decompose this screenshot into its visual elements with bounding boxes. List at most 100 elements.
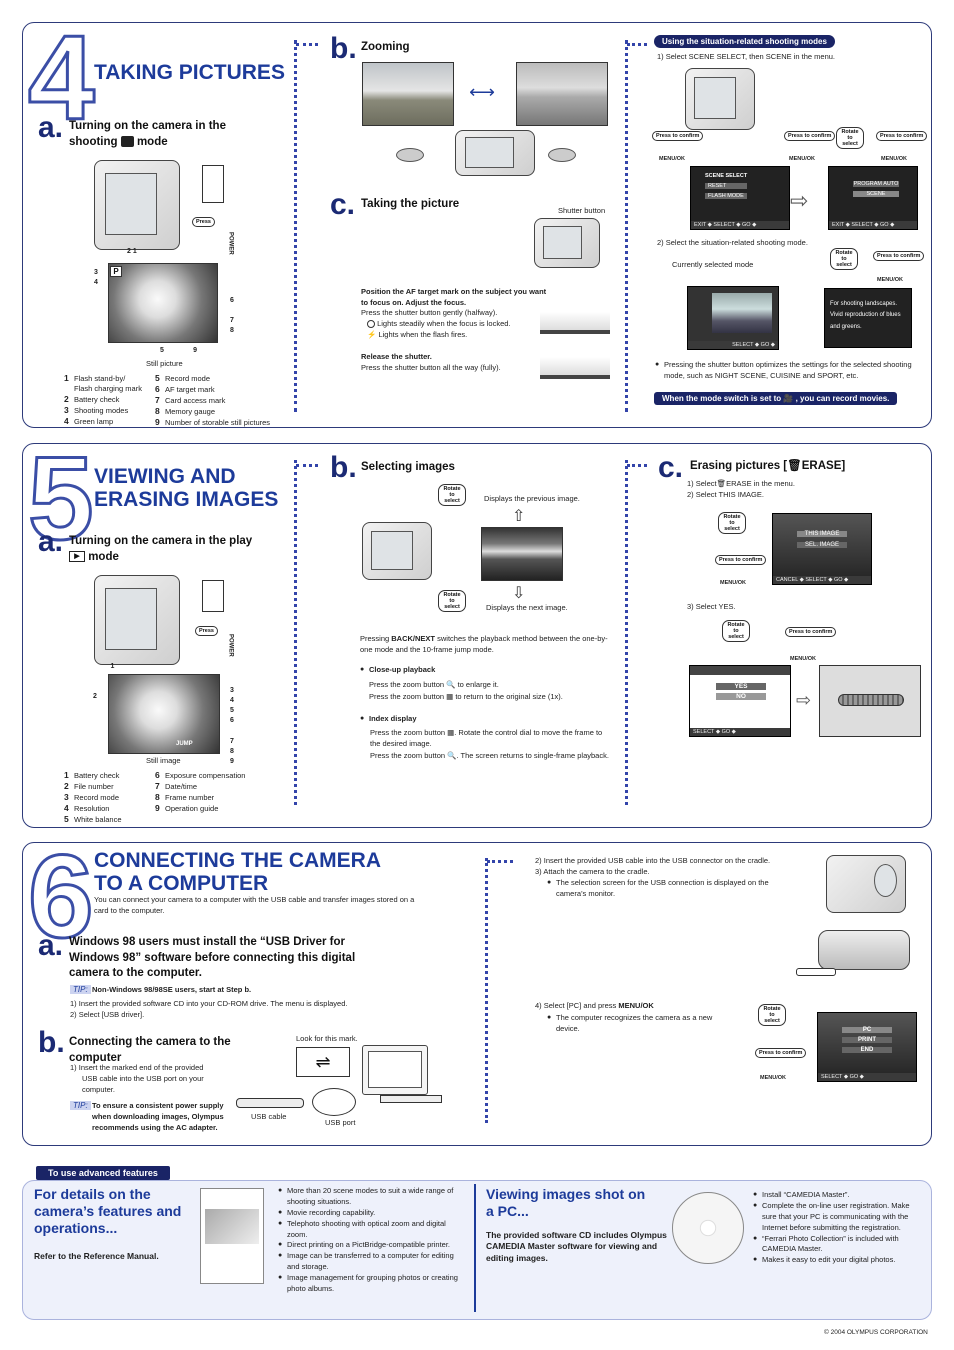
menuok-6: MENU/OK — [760, 1075, 786, 1081]
rotate-select-6: Rotate to select — [758, 1004, 786, 1026]
yes-no-menu: YES NO SELECT ◆ GO ◆ — [689, 665, 791, 737]
jump-label: JUMP — [176, 741, 193, 747]
wide-icon: ▦ — [446, 692, 454, 701]
step-6a-letter: a. — [38, 929, 64, 962]
menuok-5c2: MENU/OK — [790, 656, 816, 662]
scene-list-menu: SELECT ◆ GO ◆ — [687, 286, 779, 350]
erase-menu: THIS IMAGE SEL. IMAGE CANCEL ◆ SELECT ◆ … — [772, 513, 872, 585]
section-title-taking-pictures: TAKING PICTURES — [94, 61, 285, 84]
cradle-cable — [796, 968, 836, 976]
down-arrow: ⇩ — [512, 585, 526, 602]
cradle-camera — [826, 855, 906, 913]
usb-cable-label: USB cable — [251, 1112, 287, 1121]
callout-numbers: 2 1 — [127, 248, 137, 255]
zoom-button-left — [396, 148, 424, 162]
tip-label-1: TIP: — [70, 985, 91, 994]
play-power-label: POWER — [227, 634, 234, 657]
section-number-6: 6 — [27, 831, 96, 963]
step-a-title: Turning on the camera in the shooting mo… — [69, 120, 226, 148]
still-image-caption: Still image — [146, 756, 181, 765]
zoom-button-right — [548, 148, 576, 162]
divider-6 — [485, 858, 488, 1123]
divider-5b — [625, 460, 628, 805]
zoom-in-icon: 🔍 — [446, 680, 456, 689]
step-6b-letter: b. — [38, 1026, 65, 1059]
previous-image-label: Displays the previous image. — [484, 494, 580, 503]
rotate-select-2: Rotate to select — [830, 248, 858, 270]
arrow-5c — [627, 464, 647, 467]
still-picture-caption: Still picture — [146, 359, 183, 368]
rotate-select-5c2: Rotate to select — [722, 620, 750, 642]
reference-manual-thumbnail — [200, 1188, 264, 1284]
cradle-illustration — [818, 930, 910, 970]
currently-selected-label: Currently selected mode — [672, 260, 754, 269]
usb-menu: PC PRINT END SELECT ◆ GO ◆ — [817, 1012, 917, 1082]
erase-step-2: 2) Select THIS IMAGE. — [687, 490, 764, 499]
scene-right-menu: PROGRAM AUTO SCENE EXIT ◆ SELECT ◆ GO ◆ — [828, 166, 918, 230]
usb-mark-box: ⇌ — [296, 1047, 350, 1077]
index-step-1: Press the zoom button ▦. Rotate the cont… — [370, 728, 603, 748]
index-step-2: Press the zoom button 🔍. The screen retu… — [370, 751, 609, 760]
rotate-select-1: Rotate to select — [836, 127, 864, 149]
step-a-letter: a. — [38, 111, 64, 144]
menuok-5c1: MENU/OK — [720, 580, 746, 586]
selecting-camera — [362, 522, 432, 580]
menu-arrow-right: ⇨ — [790, 188, 809, 213]
step-6-4-bullet: The computer recognizes the camera as a … — [547, 1013, 727, 1035]
step-5a-title: Turning on the camera in the play ▶ mode — [69, 535, 253, 563]
section-title-viewing: VIEWING AND ERASING IMAGES — [94, 465, 279, 511]
reference-manual-text: Refer to the Reference Manual. — [34, 1251, 159, 1261]
step-5b-letter: b. — [330, 451, 357, 484]
af-instruction-2: Lights steadily when the focus is locked… — [367, 319, 511, 330]
play-press-label: Press — [195, 626, 218, 636]
menuok-2: MENU/OK — [789, 156, 815, 162]
step-c-title: Taking the picture — [361, 198, 460, 210]
usb-port-label: USB port — [325, 1118, 356, 1127]
advanced-divider — [474, 1184, 476, 1312]
erase-progress-bar — [838, 694, 904, 706]
af-instruction-bold: Position the AF target mark on the subje… — [361, 287, 547, 307]
divider-4b — [625, 40, 628, 412]
up-arrow: ⇧ — [512, 508, 526, 525]
movie-mode-pill: When the mode switch is set to 🎥 , you c… — [654, 392, 898, 405]
divider-5a — [294, 460, 297, 805]
play-switch-box — [202, 580, 224, 612]
scene-camera — [685, 68, 755, 130]
arrow-6 — [487, 860, 513, 863]
arrow-4b — [296, 43, 318, 46]
connecting-intro: You can connect your camera to a compute… — [94, 895, 415, 915]
erase-progress-screen — [819, 665, 921, 737]
press-confirm-4: Press to confirm — [873, 251, 925, 261]
zoom-wide-photo — [362, 62, 454, 126]
divider-4a — [294, 40, 297, 412]
power-label: POWER — [227, 232, 234, 255]
step-5a-letter: a. — [38, 525, 64, 558]
landscape-description-box: For shooting landscapes. Vivid reproduct… — [824, 288, 912, 348]
next-image-label: Displays the next image. — [486, 603, 568, 612]
flash-icon: ⚡ — [367, 330, 377, 339]
callout-5-9: 5 9 — [160, 347, 197, 354]
full-press-illustration — [540, 345, 610, 379]
step-6a-title: Windows 98 users must install the “USB D… — [69, 936, 356, 980]
closeup-heading: Close-up playback — [360, 665, 435, 676]
rotate-select-5b1: Rotate to select — [438, 484, 466, 506]
step-6-3-bullet: The selection screen for the USB connect… — [547, 878, 787, 900]
press-confirm-6: Press to confirm — [755, 1048, 807, 1058]
keyboard-illustration — [380, 1095, 442, 1103]
camera-mode-icon — [120, 135, 134, 147]
details-heading: For details on the camera’s features and… — [34, 1186, 182, 1236]
copyright-footer: © 2004 OLYMPUS CORPORATION — [824, 1329, 928, 1336]
tip-label-2: TIP: — [70, 1101, 91, 1110]
camera-shutter-illustration — [534, 218, 600, 268]
zoom-camera — [455, 130, 535, 176]
step-6a-2: 2) Select [USB driver]. — [70, 1010, 145, 1019]
erase-icon: 🗑 — [787, 460, 802, 472]
usb-port-illustration — [312, 1088, 356, 1116]
computer-illustration — [362, 1045, 428, 1095]
press-confirm-1: Press to confirm — [652, 131, 704, 141]
